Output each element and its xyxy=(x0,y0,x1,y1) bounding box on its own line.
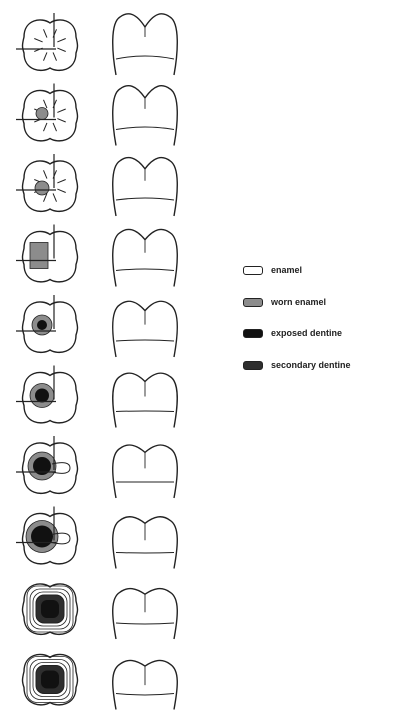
profile-outline xyxy=(113,373,178,427)
legend: enamel worn enamel exposed dentine secon… xyxy=(243,264,393,390)
profile-view-stage-5 xyxy=(113,301,178,357)
worn-enamel-area xyxy=(30,243,48,269)
legend-item-secondary-dentine: secondary dentine xyxy=(243,359,393,377)
legend-item-exposed-dentine: exposed dentine xyxy=(243,327,393,345)
tooth-outline xyxy=(23,20,78,70)
profile-view-stage-3 xyxy=(113,158,178,216)
secondary-dentine-swatch xyxy=(243,361,263,370)
profile-view-stage-1 xyxy=(113,14,178,75)
profile-view-stage-8 xyxy=(113,517,178,569)
occlusal-view-stage-5 xyxy=(16,295,78,352)
profile-view-stage-10 xyxy=(113,660,178,709)
profile-outline xyxy=(113,229,178,286)
profile-view-stage-9 xyxy=(113,589,178,639)
occlusal-view-stage-9 xyxy=(23,584,78,634)
profile-outline xyxy=(113,158,178,216)
legend-item-worn-enamel: worn enamel xyxy=(243,296,393,314)
occlusal-view-stage-2 xyxy=(16,84,78,141)
profile-views-column xyxy=(113,14,178,710)
legend-label-enamel: enamel xyxy=(271,264,302,277)
exposed-dentine-swatch xyxy=(243,329,263,338)
worn-enamel-swatch xyxy=(243,298,263,307)
occlusal-view-stage-8 xyxy=(16,507,78,564)
exposed-dentine-area xyxy=(35,389,49,403)
profile-outline xyxy=(113,86,178,146)
legend-label-exposed-dentine: exposed dentine xyxy=(271,327,342,340)
legend-item-enamel: enamel xyxy=(243,264,393,282)
cervical-line xyxy=(116,411,174,412)
exposed-dentine-area xyxy=(37,320,47,330)
profile-outline xyxy=(113,301,178,357)
legend-label-worn-enamel: worn enamel xyxy=(271,296,326,309)
profile-view-stage-4 xyxy=(113,229,178,286)
occlusal-views-column xyxy=(16,13,78,705)
enamel-swatch xyxy=(243,266,263,275)
worn-enamel-area xyxy=(35,181,49,195)
exposed-dentine-area xyxy=(41,600,59,618)
legend-label-secondary-dentine: secondary dentine xyxy=(271,359,351,372)
profile-outline xyxy=(113,14,178,75)
tooth-outline xyxy=(23,90,78,140)
occlusal-view-stage-10 xyxy=(23,654,78,704)
occlusal-view-stage-7 xyxy=(16,436,78,493)
worn-enamel-area xyxy=(36,108,48,120)
occlusal-view-stage-1 xyxy=(16,13,78,70)
cervical-line xyxy=(116,553,174,554)
tooth-outline xyxy=(23,161,78,211)
occlusal-view-stage-6 xyxy=(16,366,78,423)
profile-view-stage-7 xyxy=(113,445,178,498)
exposed-dentine-area xyxy=(41,671,59,689)
profile-view-stage-2 xyxy=(113,86,178,146)
profile-view-stage-6 xyxy=(113,373,178,427)
occlusal-view-stage-4 xyxy=(16,225,78,282)
occlusal-view-stage-3 xyxy=(16,154,78,211)
exposed-dentine-area xyxy=(31,526,53,548)
